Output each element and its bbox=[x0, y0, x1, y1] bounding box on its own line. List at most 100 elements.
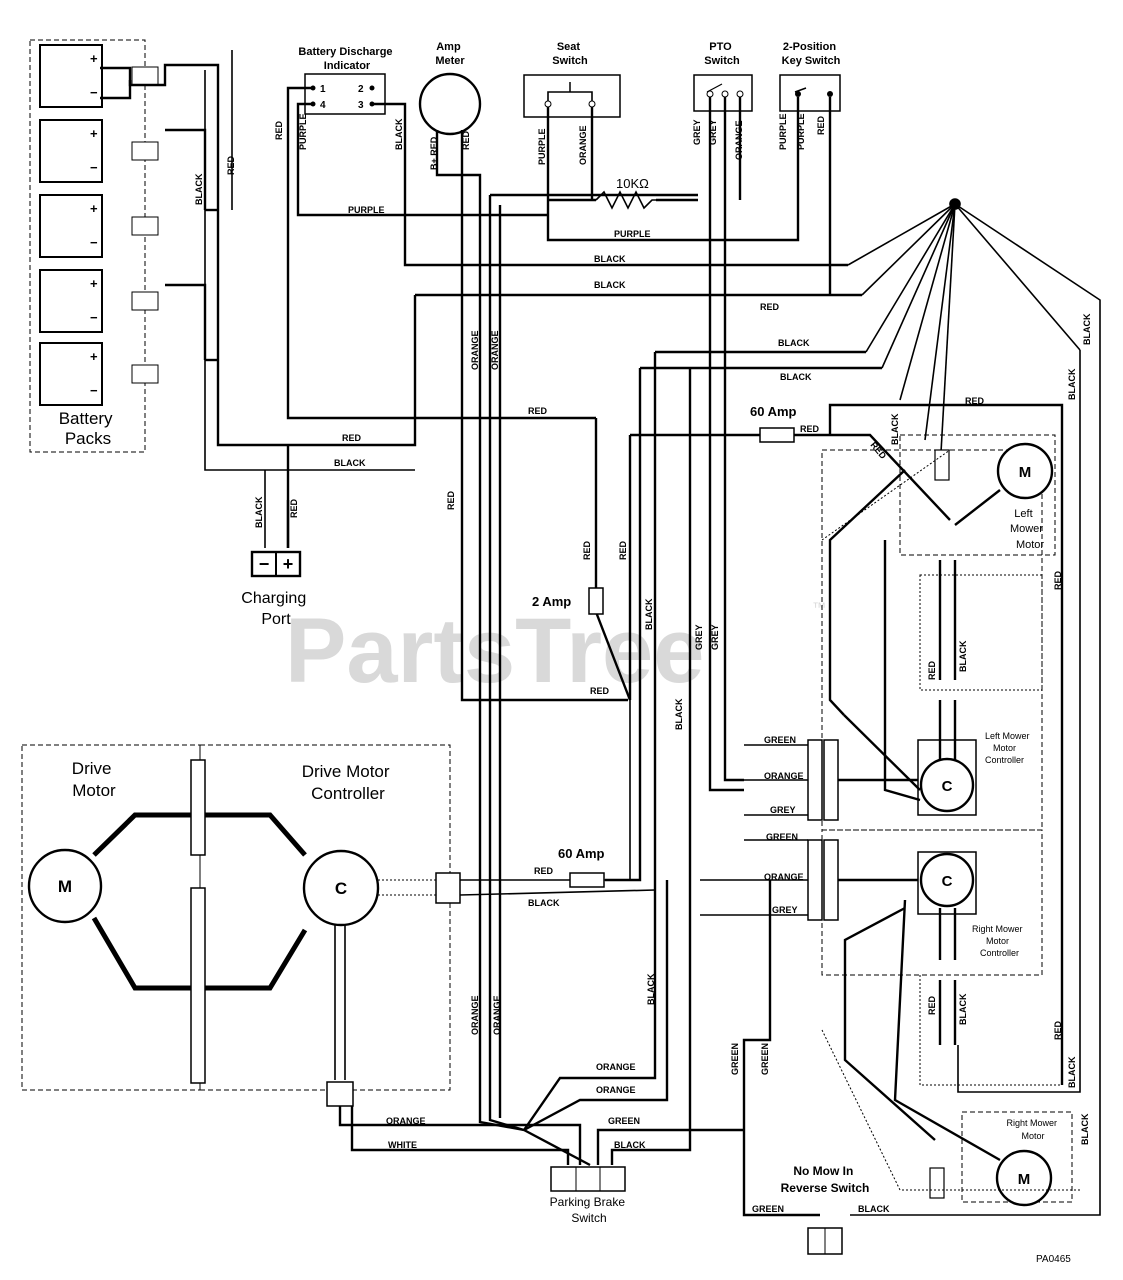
wire-label-black: BLACK bbox=[958, 640, 968, 672]
wire-label-black: BLACK bbox=[394, 118, 404, 150]
wire-label-orange: ORANGE bbox=[470, 330, 480, 370]
svg-text:Left Mower Motor C: Left Mower Motor Controller bbox=[985, 731, 1032, 765]
resistor-label: 10KΩ bbox=[616, 176, 649, 191]
wire-label-green: GREEN bbox=[752, 1204, 784, 1214]
amp-meter-label-1: Amp bbox=[436, 41, 461, 53]
mower-wiring bbox=[828, 469, 1001, 1162]
drive-motor-symbol: M bbox=[58, 877, 72, 896]
wire-label-purple: PURPLE bbox=[796, 113, 806, 150]
drive-motor-label-1: Drive bbox=[72, 759, 112, 778]
wire-label-black: BLACK bbox=[958, 993, 968, 1025]
wire-label-grey: GREY bbox=[710, 624, 720, 650]
wire-label-red: RED bbox=[1053, 1020, 1063, 1040]
resistor-10k: 10KΩ bbox=[595, 176, 656, 210]
wire-label-red: RED bbox=[868, 440, 888, 461]
wire-label-red: RED bbox=[461, 130, 471, 150]
fuse-60a-top-label: 60 Amp bbox=[750, 404, 797, 419]
wire-label-black-cp: BLACK bbox=[254, 496, 264, 528]
wire-label-black-batt: BLACK bbox=[194, 173, 204, 205]
wire-label-grey: GREY bbox=[770, 805, 796, 815]
mower-controllers: C Left Mower Motor Controller C Right Mo… bbox=[700, 449, 1043, 976]
svg-text:Battery Discharge Indica: Battery Discharge Indicator bbox=[298, 46, 395, 72]
drive-motor-section: Drive Motor Drive Motor Controller M C bbox=[21, 700, 656, 1165]
svg-text:Drive Motor Controller: Drive Motor Controller bbox=[302, 762, 395, 803]
charging-port-label-1: Charging bbox=[241, 590, 306, 607]
battery-pack-2: +− bbox=[39, 119, 159, 183]
amp-meter: Amp Meter bbox=[418, 41, 482, 136]
wire-label-green: GREEN bbox=[608, 1116, 640, 1126]
svg-text:Right Mower Motor: Right Mower Motor bbox=[1006, 1118, 1059, 1141]
battery-black-wiring bbox=[204, 50, 415, 548]
wire-label-purple: PURPLE bbox=[298, 113, 308, 150]
wire-label-orange: ORANGE bbox=[734, 120, 744, 160]
svg-text:Parking Brake Switch: Parking Brake Switch bbox=[550, 1195, 629, 1225]
battery-packs: +−+−+−+−+− Battery Packs bbox=[29, 39, 159, 453]
wire-label-grey: GREY bbox=[692, 119, 702, 145]
wire-label-black: BLACK bbox=[1082, 313, 1092, 345]
left-mower-motor-label-2: Mower bbox=[1010, 523, 1043, 535]
wire-label-red: RED bbox=[760, 302, 780, 312]
parking-brake-label-2: Switch bbox=[571, 1211, 606, 1225]
wire-label-black: BLACK bbox=[594, 280, 626, 290]
drive-motor-controller-label-1: Drive Motor bbox=[302, 762, 390, 781]
wire-label-grey: GREY bbox=[694, 624, 704, 650]
svg-text:Drive Motor: Drive Motor bbox=[72, 759, 116, 800]
indicator-label-2: Indicator bbox=[324, 60, 371, 72]
indicator-pin-3: 3 bbox=[358, 100, 364, 111]
amp-meter-label-2: Meter bbox=[435, 55, 465, 67]
wire-label-purple: PURPLE bbox=[348, 205, 385, 215]
drawing-id: PA0465 bbox=[1036, 1254, 1071, 1265]
key-switch[interactable]: 2-Position Key Switch bbox=[779, 41, 841, 112]
right-controller-label-3: Controller bbox=[980, 948, 1019, 958]
drive-motor-label-2: Motor bbox=[72, 781, 116, 800]
svg-text:Right Mower Motor: Right Mower Motor Controller bbox=[972, 924, 1025, 958]
right-mower-motor: M Right Mower Motor bbox=[929, 1111, 1073, 1207]
svg-text:2-Position Key Switch: 2-Position Key Switch bbox=[782, 41, 841, 67]
wire-label-orange: ORANGE bbox=[386, 1116, 426, 1126]
battery-plus: + bbox=[90, 51, 98, 66]
indicator-label-1: Battery Discharge bbox=[298, 46, 392, 58]
wire-label-grey: GREY bbox=[708, 119, 718, 145]
right-mower-motor-label-1: Right Mower bbox=[1006, 1118, 1057, 1128]
wire-label-grey: GREY bbox=[772, 905, 798, 915]
battery-minus: − bbox=[90, 85, 98, 100]
wire-label-black: BLACK bbox=[890, 413, 900, 445]
wire-label-b-plus-red: B+ RED bbox=[429, 136, 439, 170]
svg-text:Battery Packs: Battery Packs bbox=[59, 409, 118, 448]
wire-label-orange: ORANGE bbox=[470, 995, 480, 1035]
wire-label-red: RED bbox=[534, 866, 554, 876]
wire-label-red: RED bbox=[927, 660, 937, 680]
wire-label-orange: ORANGE bbox=[490, 330, 500, 370]
wire-label-green: GREEN bbox=[760, 1043, 770, 1075]
battery-minus: − bbox=[90, 383, 98, 398]
battery-plus: + bbox=[90, 349, 98, 364]
seat-switch-label-2: Switch bbox=[552, 55, 588, 67]
charging-port-label-2: Port bbox=[261, 611, 291, 628]
fuse-2a: 2 Amp bbox=[532, 587, 604, 615]
wire-label-green: GREEN bbox=[766, 832, 798, 842]
wire-label-red: RED bbox=[274, 120, 284, 140]
left-controller-label-1: Left Mower bbox=[985, 731, 1030, 741]
indicator-pin-1: 1 bbox=[320, 84, 326, 95]
no-mow-label-2: Reverse Switch bbox=[781, 1181, 870, 1195]
left-mower-motor-label-3: Motor bbox=[1016, 539, 1044, 551]
fuse-2a-label: 2 Amp bbox=[532, 594, 571, 609]
bottom-wiring bbox=[523, 880, 820, 1217]
seat-switch-label-1: Seat bbox=[557, 41, 581, 53]
right-mower-motor-label-2: Motor bbox=[1021, 1131, 1044, 1141]
drive-motor-controller-label-2: Controller bbox=[311, 784, 385, 803]
wire-label-purple: PURPLE bbox=[614, 229, 651, 239]
wire-label-black: BLACK bbox=[858, 1204, 890, 1214]
key-switch-label-2: Key Switch bbox=[782, 55, 841, 67]
no-mow-switch: No Mow In Reverse Switch bbox=[781, 1164, 870, 1255]
wire-label-black: BLACK bbox=[778, 338, 810, 348]
indicator-pin-4: 4 bbox=[320, 100, 326, 111]
charging-port-plus: + bbox=[283, 554, 294, 574]
wire-label-orange: ORANGE bbox=[492, 995, 502, 1035]
seat-switch: Seat Switch bbox=[523, 41, 621, 118]
wire-label-red-batt: RED bbox=[226, 155, 236, 175]
wire-label-orange: ORANGE bbox=[596, 1085, 636, 1095]
battery-pack-5: +− bbox=[39, 342, 159, 406]
charging-port[interactable]: − + Charging Port bbox=[241, 550, 310, 628]
wire-label-black: BLACK bbox=[1067, 1056, 1077, 1088]
